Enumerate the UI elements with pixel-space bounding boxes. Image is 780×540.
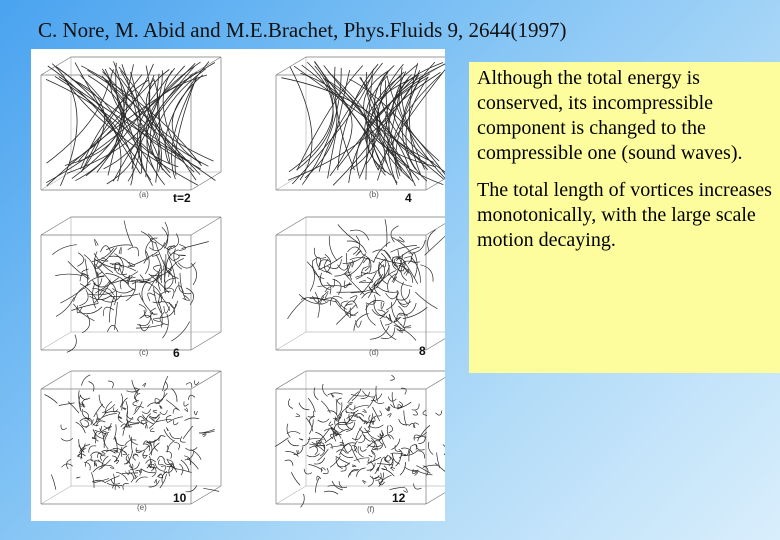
vortex-figure-drawing	[40, 56, 445, 508]
panel-a-label: (a)	[139, 190, 149, 199]
panel-d-label: (d)	[369, 348, 379, 357]
panel-e-label: (e)	[137, 503, 147, 512]
explanation-paragraph-2: The total length of vortices increases m…	[477, 179, 772, 251]
vortex-cube-panel	[275, 216, 445, 351]
vortex-cube-panel	[275, 370, 445, 508]
explanation-paragraph-1: Although the total energy is conserved, …	[477, 67, 743, 164]
panel-a-time: t=2	[173, 191, 191, 205]
citation-title: C. Nore, M. Abid and M.E.Brachet, Phys.F…	[38, 18, 567, 42]
panel-c-label: (c)	[139, 348, 149, 357]
panel-e-time: 10	[173, 491, 187, 505]
vortex-cube-panel	[40, 56, 222, 191]
explanation-box: Although the total energy is conserved, …	[469, 62, 780, 373]
panel-d-time: 8	[419, 344, 426, 358]
panel-c-time: 6	[173, 346, 180, 360]
panel-b-label: (b)	[369, 190, 379, 199]
vortex-figure: (a) t=2 (b) 4 (c) 6 (d) 8 (e) 10 (f) 12	[31, 49, 445, 521]
vortex-cube-panel	[40, 216, 222, 353]
vortex-cube-panel	[40, 370, 222, 505]
panel-f-time: 12	[392, 491, 406, 505]
panel-f-label: (f)	[367, 505, 375, 514]
vortex-cube-panel	[275, 56, 445, 191]
panel-b-time: 4	[405, 191, 412, 205]
